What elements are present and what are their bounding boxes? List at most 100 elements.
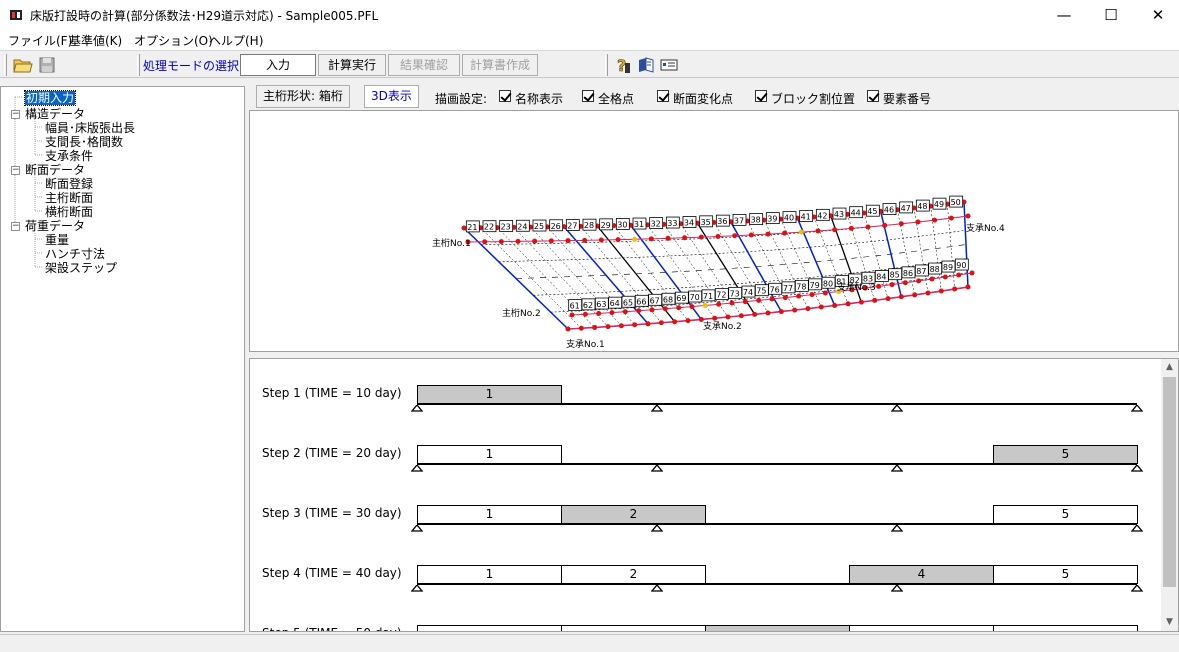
window-title: 床版打設時の計算(部分係数法･H29道示対応) - Sample005.PFL: [30, 9, 379, 23]
node-point: [729, 300, 735, 306]
element-number-box: [882, 203, 897, 216]
element-number-box: [915, 199, 930, 212]
maximize-button[interactable]: ☐: [1104, 6, 1118, 24]
expander-load[interactable]: −: [11, 221, 20, 231]
tree-item-cross-beam-section[interactable]: 横桁断面: [45, 205, 94, 219]
girder-shape-button[interactable]: 主桁形状: 箱桁: [256, 85, 350, 108]
svg-text:?: ?: [617, 56, 626, 75]
support-triangle-icon: [651, 405, 664, 412]
checkbox-box[interactable]: [657, 90, 669, 102]
checkbox-block-division[interactable]: ブロック割位置: [755, 90, 855, 107]
element-number-box: [615, 218, 630, 230]
toolbar-grip-2[interactable]: [137, 54, 140, 76]
toolbar-grip-3[interactable]: [605, 54, 608, 76]
concrete-block: 5: [993, 505, 1138, 524]
node-point: [732, 233, 738, 239]
girder-label: 主桁No.2: [502, 307, 541, 319]
element-number: 75: [756, 287, 766, 296]
checkbox-element-number[interactable]: 要素番号: [867, 90, 931, 107]
save-icon[interactable]: [36, 54, 58, 76]
scroll-down-icon[interactable]: ▼: [1166, 617, 1173, 627]
element-number-box: [954, 258, 969, 271]
help-icon[interactable]: ?: [612, 54, 634, 76]
node-point: [948, 215, 954, 221]
checkbox-box[interactable]: [755, 90, 767, 102]
view-3d-button[interactable]: 3D表示: [364, 85, 419, 108]
minimize-button[interactable]: —: [1056, 6, 1072, 24]
expander-structure[interactable]: −: [11, 109, 20, 119]
element-number: 47: [901, 204, 911, 213]
node-point: [498, 239, 504, 245]
run-calc-button[interactable]: 計算実行: [318, 54, 386, 76]
element-number-box: [549, 219, 564, 232]
checkbox-show-names[interactable]: 名称表示: [499, 90, 563, 107]
tree-item-erection-step[interactable]: 架設ステップ: [45, 261, 118, 275]
vertical-splitter[interactable]: [245, 86, 249, 632]
element-number-box: [582, 218, 597, 231]
tree-item-initial-input[interactable]: 初期入力: [23, 90, 77, 106]
tree-item-haunch-size[interactable]: ハンチ寸法: [45, 247, 106, 261]
element-number: 33: [667, 219, 677, 228]
tree-item-section-data[interactable]: 断面データ: [25, 163, 86, 177]
node-point: [782, 295, 788, 301]
element-number: 66: [636, 297, 646, 306]
checkbox-box[interactable]: [867, 90, 879, 102]
scroll-up-icon[interactable]: ▲: [1166, 362, 1173, 372]
node-point: [715, 234, 721, 239]
element-number-box: [849, 206, 864, 219]
concrete-block: 5: [993, 565, 1138, 584]
tree-item-structure-data[interactable]: 構造データ: [25, 107, 86, 121]
menu-standards[interactable]: 基準値(K): [69, 34, 123, 48]
node-point: [632, 236, 638, 242]
element-number: 68: [663, 295, 673, 304]
girder-line: [417, 463, 1137, 465]
tree-item-weight[interactable]: 重量: [45, 233, 70, 247]
create-report-button[interactable]: 計算書作成: [462, 54, 538, 76]
tree-item-load-data[interactable]: 荷重データ: [25, 219, 86, 233]
vertical-scrollbar[interactable]: ▲ ▼: [1161, 359, 1178, 631]
element-number: 22: [484, 223, 494, 232]
element-number: 74: [743, 288, 753, 297]
mode-select-label: 処理モードの選択: [143, 59, 240, 73]
input-mode-button[interactable]: 入力: [240, 54, 316, 76]
horizontal-splitter[interactable]: [249, 352, 1179, 358]
menu-options[interactable]: オプション(O): [134, 34, 213, 48]
toolbar-grip[interactable]: [4, 54, 7, 76]
book-icon[interactable]: [635, 54, 657, 76]
checkbox-box[interactable]: [499, 90, 511, 102]
tree-item-main-girder-section[interactable]: 主桁断面: [45, 191, 94, 205]
element-number: 64: [610, 299, 620, 308]
support-triangle-icon: [651, 465, 664, 472]
checkbox-box[interactable]: [582, 90, 594, 102]
scroll-thumb[interactable]: [1163, 377, 1176, 587]
close-button[interactable]: ✕: [1151, 6, 1165, 24]
menu-file[interactable]: ファイル(F): [8, 34, 73, 48]
node-point: [912, 292, 918, 298]
node-point: [956, 272, 962, 278]
node-point: [712, 315, 718, 321]
card-icon[interactable]: [658, 54, 680, 76]
cross-line: [580, 226, 662, 323]
expander-section[interactable]: −: [11, 165, 20, 175]
deck-line: [533, 258, 967, 296]
checkbox-section-change[interactable]: 断面変化点: [657, 90, 733, 107]
element-number: 88: [930, 265, 940, 274]
tree-item-span-panels[interactable]: 支間長･格間数: [45, 135, 124, 149]
node-point: [742, 299, 748, 305]
node-point: [515, 238, 521, 244]
tree-item-section-register[interactable]: 断面登録: [45, 177, 94, 191]
cross-line: [663, 224, 729, 318]
node-point: [792, 307, 798, 313]
concrete-block: 1: [417, 385, 562, 404]
tree-item-bearing-conditions[interactable]: 支承条件: [45, 149, 94, 163]
checkbox-all-nodes[interactable]: 全格点: [582, 90, 634, 107]
element-number-box: [899, 201, 914, 214]
open-folder-icon[interactable]: [12, 54, 34, 76]
node-point: [938, 288, 944, 294]
element-number: 24: [517, 222, 527, 231]
menu-help[interactable]: ヘルプ(H): [209, 34, 264, 48]
tree-item-width-overhang[interactable]: 幅員･床版張出長: [45, 121, 136, 135]
check-results-button[interactable]: 結果確認: [388, 54, 460, 76]
